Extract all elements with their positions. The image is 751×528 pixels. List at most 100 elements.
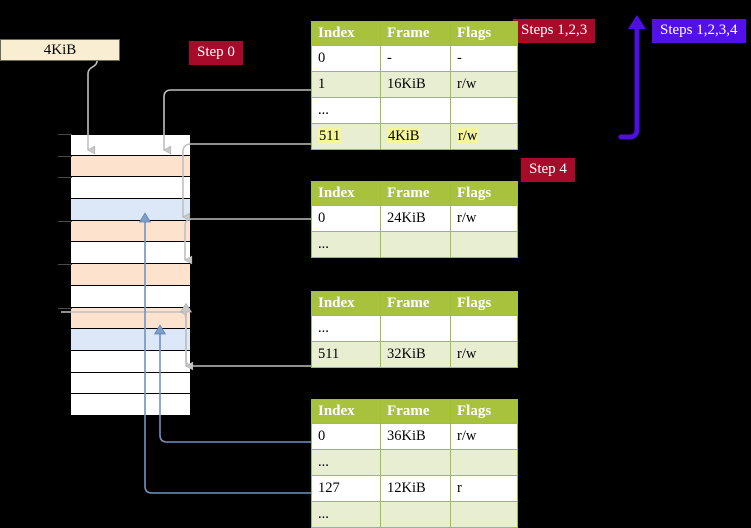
column-header-flags: Flags	[450, 21, 518, 46]
table-cell: ...	[311, 97, 381, 124]
memory-frame-row	[70, 394, 191, 416]
table-cell: r/w	[450, 205, 518, 232]
table-cell: 511	[311, 341, 381, 368]
table-cell: 0	[311, 205, 381, 232]
column-header-flags: Flags	[450, 291, 518, 316]
memory-frame-row	[70, 134, 191, 156]
table-row[interactable]: 511 4KiB r/w	[311, 123, 518, 150]
memory-frame-tick	[58, 307, 72, 309]
highlighted-value: 511	[318, 128, 342, 144]
steps-1234-label: Steps 1,2,3,4	[660, 22, 738, 38]
table-cell: r/w	[450, 123, 518, 150]
table-cell: 24KiB	[380, 205, 451, 232]
column-header-frame: Frame	[380, 291, 451, 316]
table-cell	[450, 501, 518, 528]
table-row[interactable]: ...	[311, 449, 518, 476]
memory-frame-tick	[58, 177, 72, 179]
memory-frame-row	[70, 350, 191, 373]
virtual-address-4kib-box: 4KiB	[0, 39, 120, 61]
memory-frame-row	[70, 177, 191, 200]
highlighted-value: 4KiB	[387, 128, 421, 144]
table-row[interactable]: 0--	[311, 45, 518, 72]
table-cell: ...	[311, 315, 381, 342]
step-4-badge: Step 4	[521, 158, 575, 182]
memory-frame-row	[70, 307, 191, 330]
table-cell: -	[450, 45, 518, 72]
table-cell	[380, 97, 451, 124]
memory-frame-tick	[58, 134, 72, 135]
memory-frame-row	[70, 285, 191, 308]
memory-frame-tick	[58, 155, 72, 157]
memory-frame-row	[70, 220, 191, 243]
step-4-label: Step 4	[529, 161, 567, 177]
column-header-frame: Frame	[380, 399, 451, 424]
table-cell: -	[380, 45, 451, 72]
table-cell: r/w	[450, 341, 518, 368]
table-cell: 0	[311, 423, 381, 450]
table-row[interactable]: ...	[311, 315, 518, 342]
physical-memory-frames	[70, 134, 191, 416]
memory-frame-tick	[58, 264, 72, 266]
column-header-flags: Flags	[450, 181, 518, 206]
table-cell: 511	[311, 123, 381, 150]
table-cell	[380, 315, 451, 342]
table-cell	[380, 501, 451, 528]
column-header-frame: Frame	[380, 181, 451, 206]
table-cell: 36KiB	[380, 423, 451, 450]
column-header-index: Index	[311, 399, 381, 424]
table-cell: ...	[311, 449, 381, 476]
table-cell	[450, 315, 518, 342]
table-cell	[450, 231, 518, 258]
table-row[interactable]: ...	[311, 97, 518, 124]
table-cell: r/w	[450, 423, 518, 450]
table-cell	[380, 231, 451, 258]
column-header-index: Index	[311, 21, 381, 46]
table-cell: 16KiB	[380, 71, 451, 98]
column-header-frame: Frame	[380, 21, 451, 46]
connector-pt1-row511-to-frame	[181, 143, 311, 222]
column-header-index: Index	[311, 181, 381, 206]
column-header-index: Index	[311, 291, 381, 316]
table-cell: ...	[311, 501, 381, 528]
table-cell	[450, 449, 518, 476]
steps-1234-badge: Steps 1,2,3,4	[652, 19, 746, 43]
memory-frame-row	[70, 242, 191, 265]
table-row[interactable]: ...	[311, 501, 518, 528]
steps-123-badge: Steps 1,2,3	[513, 19, 596, 43]
memory-frame-row	[70, 329, 191, 351]
memory-frame-row	[70, 372, 191, 395]
table-cell	[450, 97, 518, 124]
table-cell: 12KiB	[380, 475, 451, 502]
step-0-badge: Step 0	[189, 41, 243, 65]
table-cell: 1	[311, 71, 381, 98]
step-0-label: Step 0	[197, 44, 235, 60]
memory-frame-tick	[58, 220, 72, 222]
table-cell: 32KiB	[380, 341, 451, 368]
table-cell	[380, 449, 451, 476]
column-header-flags: Flags	[450, 399, 518, 424]
table-cell: r/w	[450, 71, 518, 98]
recursion-loop-arrow	[618, 15, 646, 140]
table-cell: 4KiB	[380, 123, 451, 150]
memory-frame-row	[70, 155, 191, 178]
table-cell: 0	[311, 45, 381, 72]
steps-123-label: Steps 1,2,3	[521, 22, 588, 38]
connector-pt2-row0-to-frame	[183, 218, 311, 265]
table-cell: 127	[311, 475, 381, 502]
table-row[interactable]: ...	[311, 231, 518, 258]
table-cell: r	[450, 475, 518, 502]
table-cell: ...	[311, 231, 381, 258]
